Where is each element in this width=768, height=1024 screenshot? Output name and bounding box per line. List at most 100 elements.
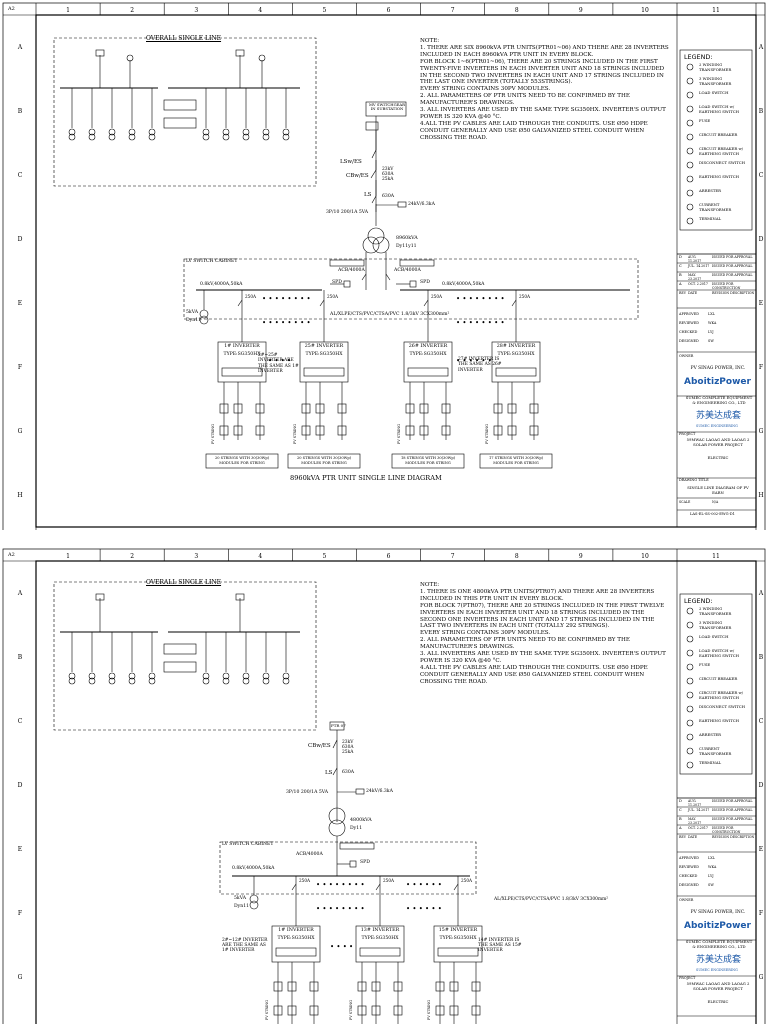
revision-description: ISSUED FOR APPROVAL bbox=[712, 817, 753, 821]
breaker-rating: 250A bbox=[461, 878, 473, 883]
legend-title-2: LEGEND: bbox=[684, 597, 713, 605]
pv-module-icon bbox=[441, 425, 451, 436]
scale-value: N/A bbox=[712, 500, 719, 504]
grid-row-label: D bbox=[18, 782, 23, 789]
grid-row-label-right: F bbox=[759, 910, 763, 917]
revision-header-rev: REV bbox=[679, 835, 687, 839]
aux-transformer-vector-2: Dyn11 bbox=[234, 904, 250, 909]
revision-rev: B bbox=[679, 273, 682, 277]
grid-column-label: 10 bbox=[641, 7, 649, 14]
grid-row-label-right: F bbox=[759, 364, 763, 371]
feeder-transformer-icon bbox=[242, 133, 250, 141]
signoff-role: DESIGNED bbox=[679, 883, 699, 887]
pv-string-label: PV STRING bbox=[349, 1000, 353, 1020]
grid-row-label: F bbox=[18, 910, 22, 917]
pv-module-icon bbox=[405, 403, 415, 414]
grid-row-label: B bbox=[18, 654, 23, 661]
notes-block: NOTE: 1. THERE ARE SIX 8960kVA PTR UNITS… bbox=[420, 38, 669, 141]
breaker-rating: 250A bbox=[519, 294, 531, 299]
inverter-type: TYPE:SG350HX bbox=[439, 936, 477, 941]
inverter-box bbox=[355, 925, 405, 963]
scale-label: SCALE bbox=[679, 500, 691, 504]
feeder-transformer-icon bbox=[222, 133, 230, 141]
svg-text:• • • • • • • •: • • • • • • • • bbox=[262, 319, 311, 327]
drawing-sheet-1: • • • • • • • • • • • • • • • • • • • • … bbox=[2, 2, 766, 530]
breaker-rating: 250A bbox=[299, 878, 311, 883]
spd-label-right: SPD bbox=[420, 280, 430, 285]
feeder-transformer-icon bbox=[262, 133, 270, 141]
svg-text:• • • • • • • •: • • • • • • • • bbox=[262, 295, 311, 303]
same-as-note-15: 14# INVERTER IS THE SAME AS 15# INVERTER bbox=[478, 938, 522, 954]
legend-item-label: DISCONNECT SWITCH bbox=[699, 704, 745, 709]
revision-description: ISSUED FOR APPROVAL bbox=[712, 808, 753, 812]
legend-item-label: CIRCUIT BREAKER w/ EARTHING SWITCH bbox=[699, 146, 743, 156]
pv-module-icon bbox=[405, 425, 415, 436]
inverter-type: TYPE:SG350HX bbox=[361, 936, 399, 941]
pv-module-icon bbox=[471, 981, 481, 992]
circuit-breaker-icon bbox=[375, 883, 381, 891]
earthing-switch-icon bbox=[686, 175, 694, 183]
sumec-logo-text: SUMEC ENGINEERING bbox=[696, 424, 738, 428]
inverter-name: 13# INVERTER bbox=[360, 928, 400, 933]
feeder-transformer-icon bbox=[128, 677, 136, 685]
signoff-name: SW bbox=[708, 883, 714, 887]
grid-row-label-right: D bbox=[759, 782, 764, 789]
inverter-name: 1# INVERTER bbox=[278, 928, 314, 933]
inverter-box bbox=[271, 925, 321, 963]
feeder-transformer-icon bbox=[282, 672, 290, 680]
cbw-label: CBw/ES bbox=[346, 173, 369, 179]
sheet-size-label: A2 bbox=[7, 552, 15, 558]
inverter-ac-dc-icon bbox=[303, 367, 345, 377]
signoff-name: LYJ bbox=[708, 874, 714, 878]
pv-module-icon bbox=[371, 981, 381, 992]
pv-module-icon bbox=[529, 403, 539, 414]
revision-description: ISSUED FOR CONSTRUCTION bbox=[712, 826, 741, 835]
revision-date: OCT. 2.2017 bbox=[688, 282, 708, 286]
inverter-box bbox=[491, 341, 541, 383]
cb-rating-label: 23kV 630A 25kA bbox=[382, 167, 394, 182]
pv-module-icon bbox=[309, 1005, 319, 1016]
pv-module-icon bbox=[529, 425, 539, 436]
pv-module-icon bbox=[233, 403, 243, 414]
pv-module-icon bbox=[419, 425, 429, 436]
revision-date: AUG. 11.2017 bbox=[688, 255, 702, 264]
bus-rating-2: 0.8kV,4000A,50kA bbox=[232, 866, 275, 871]
load-switch-earthing-icon bbox=[686, 649, 694, 657]
feeder-transformer-icon bbox=[68, 672, 76, 680]
circuit-breaker-icon bbox=[511, 299, 517, 307]
inverter-name: 28# INVERTER bbox=[496, 344, 536, 349]
circuit-breaker-icon bbox=[686, 677, 694, 685]
ls-rating-label: 630A bbox=[382, 194, 395, 199]
legend-item-label: LOAD SWITCH bbox=[699, 634, 729, 639]
revision-rev: C bbox=[679, 264, 682, 268]
inverter-type: TYPE:SG350HX bbox=[409, 352, 447, 357]
feeder-transformer-icon bbox=[262, 672, 270, 680]
grid-row-label-right: B bbox=[759, 108, 764, 115]
grid-row-label: C bbox=[18, 718, 23, 725]
grid-row-label: D bbox=[18, 236, 23, 243]
signoff-role: APPROVED bbox=[679, 856, 699, 860]
breaker-rating: 250A bbox=[245, 294, 257, 299]
legend-item-label: CIRCUIT BREAKER w/ EARTHING SWITCH bbox=[699, 690, 743, 700]
string-count-note: 17 STRINGS WITH 30(30Wp) MODULES FOR STR… bbox=[488, 456, 544, 465]
legend-item-label: TERMINAL bbox=[699, 216, 722, 221]
contractor-name: SUMEC COMPLETE EQUIPMENT & ENGINEERING C… bbox=[685, 939, 753, 949]
signoff-name: LXL bbox=[708, 312, 715, 316]
feeder-transformer-icon bbox=[108, 128, 116, 136]
grid-row-label-right: B bbox=[759, 654, 764, 661]
svg-text:• • • • • • • •: • • • • • • • • bbox=[316, 881, 365, 889]
drawing-title: 8960kVA PTR UNIT SINGLE LINE DIAGRAM bbox=[290, 474, 442, 482]
pv-module-icon bbox=[493, 403, 503, 414]
feeder-transformer-icon bbox=[202, 677, 210, 685]
feeder-transformer-icon bbox=[108, 672, 116, 680]
feeder-transformer-icon bbox=[148, 677, 156, 685]
svg-text:• • • • • • • •: • • • • • • • • bbox=[316, 905, 365, 913]
inverter-ac-dc-icon bbox=[359, 947, 401, 957]
feeder-transformer-icon bbox=[222, 672, 230, 680]
legend-item-label: ARRESTER bbox=[699, 732, 721, 737]
revision-description: ISSUED FOR APPROVAL bbox=[712, 273, 753, 277]
sheet-1-svg: • • • • • • • • • • • • • • • • • • • • … bbox=[2, 2, 766, 530]
pv-module-icon bbox=[273, 1005, 283, 1016]
revision-rev: A bbox=[679, 826, 682, 830]
pv-module-icon bbox=[315, 403, 325, 414]
